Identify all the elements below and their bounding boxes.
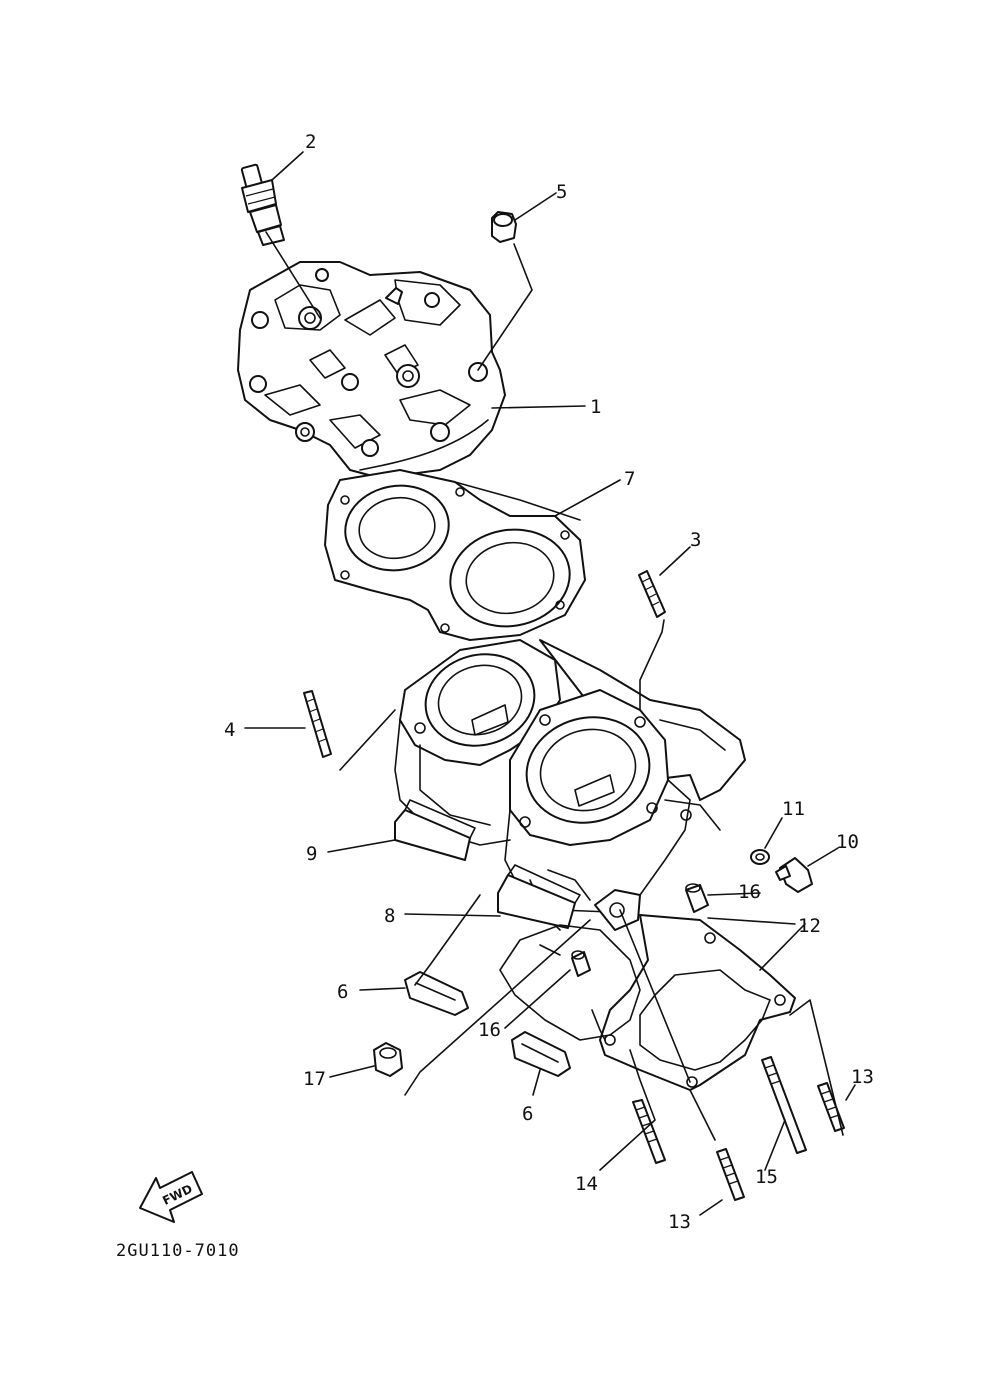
callout-13-right: 13	[851, 1066, 874, 1088]
intake-joint-8[interactable]	[497, 864, 581, 929]
callout-3: 3	[690, 529, 701, 551]
callout-labels: 2 5 1 7 3 4 11 10 9 16 8 12 6 16 17 13 6…	[224, 131, 874, 1233]
head-gasket[interactable]	[324, 469, 586, 641]
bolt-10[interactable]	[775, 857, 813, 893]
callout-9: 9	[306, 843, 317, 865]
cylinder-head-nut[interactable]	[491, 211, 517, 243]
plate-6-lower[interactable]	[511, 1031, 571, 1077]
callout-5: 5	[556, 181, 567, 203]
callout-13-lower: 13	[668, 1211, 691, 1233]
callout-7: 7	[624, 468, 635, 490]
cylinder-head[interactable]	[237, 261, 506, 479]
callout-12: 12	[798, 915, 821, 937]
stud-bolt-4[interactable]	[303, 690, 332, 758]
stud-bolt-3[interactable]	[638, 570, 666, 618]
callout-6-upper: 6	[337, 981, 348, 1003]
callout-16-left: 16	[478, 1019, 501, 1041]
dowel-pin-16-right[interactable]	[685, 883, 709, 913]
stud-13-lower[interactable]	[716, 1148, 745, 1201]
plate-6-upper[interactable]	[404, 971, 469, 1016]
diagram-code: 2GU110-7010	[116, 1241, 240, 1261]
forward-arrow-icon: FWD	[139, 1171, 203, 1223]
cylinder-block[interactable]	[394, 639, 746, 931]
leader-lines	[244, 151, 856, 1216]
callout-14: 14	[575, 1173, 598, 1195]
cylinder-base-gasket[interactable]	[599, 914, 796, 1091]
intake-joint-9[interactable]	[394, 799, 476, 861]
callout-6-lower: 6	[522, 1103, 533, 1125]
callout-1: 1	[590, 396, 601, 418]
dowel-pin-16-left[interactable]	[571, 950, 591, 977]
stud-14[interactable]	[632, 1099, 666, 1164]
nut-17[interactable]	[373, 1042, 403, 1077]
callout-2: 2	[305, 131, 316, 153]
washer-11[interactable]	[750, 849, 770, 865]
callout-8: 8	[384, 905, 395, 927]
spark-plug[interactable]	[240, 163, 285, 246]
callout-11: 11	[782, 798, 805, 820]
callout-17: 17	[303, 1068, 326, 1090]
stud-13-right[interactable]	[817, 1082, 845, 1132]
stud-15[interactable]	[761, 1056, 807, 1154]
crankcase-outline	[499, 924, 641, 1041]
callout-4: 4	[224, 719, 235, 741]
callout-16-right: 16	[738, 881, 761, 903]
callout-10: 10	[836, 831, 859, 853]
callout-15: 15	[755, 1166, 778, 1188]
